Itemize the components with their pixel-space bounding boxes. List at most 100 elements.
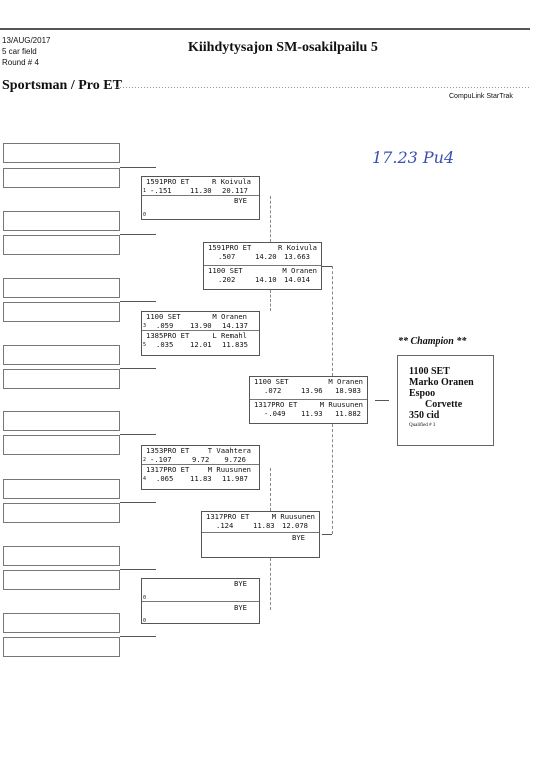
dial-in: 11.83: [253, 521, 275, 530]
driver-name: R Koivula: [278, 243, 317, 252]
car-number: 1317PRO ET: [254, 400, 298, 409]
car-number: 1100 SET: [208, 266, 243, 275]
car-number: 1317PRO ET: [206, 512, 250, 521]
driver-name: T Vaahtera: [207, 446, 251, 455]
connector: [120, 167, 156, 168]
dial-in: 13.96: [301, 386, 323, 395]
lane: 2: [143, 457, 147, 463]
reaction-time: .072: [264, 386, 282, 395]
driver-name: BYE: [234, 603, 247, 612]
slot-2: [3, 168, 120, 188]
round2-match-2: 1317PRO ET M Ruusunen .124 11.83 12.078 BYE: [201, 511, 320, 558]
slot-9: [3, 411, 120, 431]
reaction-time: .202: [218, 275, 236, 284]
page-title: Kiihdytysajon SM-osakilpailu 5: [188, 40, 378, 55]
reaction-time: .507: [218, 252, 236, 261]
handwritten-note: 17.23 Pu4: [372, 148, 455, 167]
driver-name: BYE: [292, 533, 305, 542]
reaction-time: -.151: [150, 186, 172, 195]
driver-name: BYE: [234, 579, 247, 588]
connector-dashed: [270, 558, 271, 610]
slot-3: [3, 211, 120, 231]
driver-name: M Ruusunen: [271, 512, 315, 521]
connector-dashed: [332, 266, 333, 376]
champion-car: 1100 SET: [409, 366, 450, 377]
champion-name: Marko Oranen: [409, 377, 474, 388]
driver-name: BYE: [234, 196, 247, 205]
lane: 1: [143, 188, 147, 194]
connector: [120, 234, 156, 235]
field-size: 5 car field: [2, 47, 37, 56]
connector-dashed: [270, 468, 271, 511]
round-number: Round # 4: [2, 58, 39, 67]
slot-16: [3, 637, 120, 657]
elapsed-time: 14.137: [222, 321, 248, 330]
elapsed-time: 14.014: [284, 275, 310, 284]
lane: 4: [143, 476, 147, 482]
elapsed-time: 13.663: [284, 252, 310, 261]
elapsed-time: 11.987: [222, 474, 248, 483]
car-number: 1100 SET: [254, 377, 289, 386]
driver-name: M Oranen: [282, 266, 317, 275]
lane: 0: [143, 212, 147, 218]
final-match: 1100 SET M Oranen .072 13.96 18.983 1317PRO…: [249, 376, 368, 424]
champion-vehicle: Corvette: [425, 399, 463, 410]
car-number: 1591PRO ET: [146, 177, 190, 186]
reaction-time: .065: [156, 474, 174, 483]
champion-heading: ** Champion **: [398, 336, 467, 347]
lane: 0: [143, 595, 147, 601]
connector: [322, 266, 332, 267]
connector: [375, 400, 389, 401]
reaction-time: .124: [216, 521, 234, 530]
driver-name: M Ruusunen: [207, 465, 251, 474]
reaction-time: -.049: [264, 409, 286, 418]
driver-name: M Ruusunen: [319, 400, 363, 409]
elapsed-time: 20.117: [222, 186, 248, 195]
dial-in: 13.90: [190, 321, 212, 330]
round1-match-4: BYE 0 BYE 0: [141, 578, 260, 624]
slot-10: [3, 435, 120, 455]
lane: 0: [143, 618, 147, 624]
dial-in: 9.72: [192, 455, 210, 464]
slot-15: [3, 613, 120, 633]
slot-14: [3, 570, 120, 590]
reaction-time: .059: [156, 321, 174, 330]
dial-in: 11.83: [190, 474, 212, 483]
slot-5: [3, 278, 120, 298]
champion-engine: 350 cid: [409, 410, 440, 421]
driver-name: M Oranen: [328, 377, 363, 386]
event-date: 13/AUG/2017: [2, 36, 51, 45]
connector: [120, 301, 156, 302]
reaction-time: -.107: [150, 455, 172, 464]
elapsed-time: 18.983: [335, 386, 361, 395]
reaction-time: .035: [156, 340, 174, 349]
car-number: 1317PRO ET: [146, 465, 190, 474]
slot-7: [3, 345, 120, 365]
top-rule: [0, 28, 530, 30]
elapsed-time: 9.726: [224, 455, 246, 464]
connector-dashed: [270, 290, 271, 311]
dial-in: 11.93: [301, 409, 323, 418]
class-name: Sportsman / Pro ET: [2, 78, 122, 93]
lane: 3: [143, 323, 147, 329]
elapsed-time: 12.078: [282, 521, 308, 530]
round1-match-3: 1353PRO ET T Vaahtera 2-.107 9.72 9.726 131…: [141, 445, 260, 490]
connector-dashed: [270, 196, 271, 242]
dial-in: 11.30: [190, 186, 212, 195]
software-name: CompuLink StarTrak: [449, 93, 513, 100]
dial-in: 12.01: [190, 340, 212, 349]
connector-dashed: [332, 424, 333, 534]
lane: 5: [143, 342, 147, 348]
driver-name: L Remahl: [212, 331, 247, 340]
connector: [120, 434, 156, 435]
elapsed-time: 11.882: [335, 409, 361, 418]
slot-1: [3, 143, 120, 163]
connector: [120, 368, 156, 369]
car-number: 1591PRO ET: [208, 243, 252, 252]
dotted-rule: [116, 86, 530, 89]
car-number: 1353PRO ET: [146, 446, 190, 455]
champion-qualified: Qualified # 3: [409, 423, 436, 428]
